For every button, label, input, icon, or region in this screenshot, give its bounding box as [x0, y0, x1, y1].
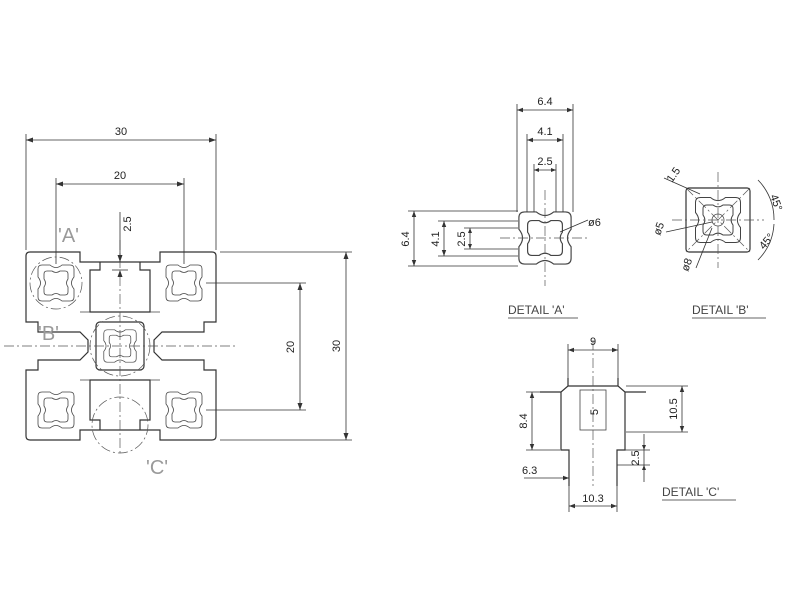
detail-a-dim-w3: 2.5: [537, 156, 552, 168]
detail-a-dim-w1: 6.4: [537, 96, 552, 108]
detail-c-dim-lower-right: 2.5: [630, 450, 642, 465]
detail-c-marker-circle: [91, 396, 149, 454]
detail-a-dim-w2: 4.1: [537, 126, 552, 138]
detail-b-dim-d5: ø8: [680, 257, 696, 273]
corner-pocket-top-left: [37, 264, 75, 302]
label-b: 'B': [38, 323, 59, 345]
detail-b-diagonal-2: [685, 187, 751, 253]
detail-b-marker-circle: [89, 315, 151, 377]
dim-text: 30: [331, 340, 343, 352]
detail-a-marker-circle: [29, 256, 83, 310]
main-profile-view: 30 20 2.5 20: [4, 126, 352, 479]
detail-c-dim-top: 9: [590, 336, 596, 348]
detail-c-dim-slot: 5: [589, 409, 601, 415]
detail-c-dim-right-h: 10.5: [668, 398, 680, 419]
label-a: 'A': [58, 225, 79, 247]
detail-c-dim-lower-left: 6.3: [522, 465, 537, 477]
detail-c-dim-left-h: 8.4: [518, 413, 530, 428]
detail-b-title: DETAIL 'B': [692, 303, 749, 317]
detail-b-dim-d4: ø5: [652, 221, 668, 237]
dim-text: 20: [114, 170, 126, 182]
top-t-slot: [89, 262, 151, 313]
detail-a-dim-h1: 6.4: [400, 231, 412, 246]
label-c: 'C': [146, 457, 168, 479]
detail-b-dim-d3: 45°: [757, 231, 777, 251]
detail-b-dim-d1: 1.5: [665, 165, 684, 184]
dim-overall-width: 30: [25, 126, 217, 250]
profile-outline: [25, 251, 217, 441]
corner-pocket-top-right: [165, 264, 203, 302]
detail-c-title: DETAIL 'C': [662, 485, 719, 499]
detail-a-dim-h2: 4.1: [430, 231, 442, 246]
detail-a-dim-h3: 2.5: [456, 231, 468, 246]
dim-text: 20: [285, 341, 297, 353]
detail-b-dim-d2: 45°: [767, 193, 784, 213]
dim-slot-pitch-horizontal: 20: [55, 170, 185, 264]
dim-slot-depth: 2.5: [112, 212, 134, 277]
corner-pocket-bottom-right: [165, 391, 203, 429]
detail-a-view: 6.4 4.1 2.5 6.4 4.1 2.5 ø6 DETAI: [400, 96, 601, 319]
detail-b-view: 1.5 45° 45° ø5 ø8 DETAIL 'B': [652, 165, 784, 319]
detail-a-dim-dia: ø6: [588, 217, 601, 229]
inner-web-left: [80, 311, 160, 381]
dim-text: 30: [115, 126, 127, 138]
detail-a-title: DETAIL 'A': [508, 303, 565, 317]
detail-c-view: 9 5 8.4 10.5 6.3 2.5 10.3 DETAIL 'C': [518, 336, 736, 512]
corner-pocket-bottom-left: [37, 391, 75, 429]
detail-c-dim-bottom: 10.3: [582, 493, 603, 505]
dim-slot-pitch-vertical: 20: [206, 282, 306, 411]
dim-overall-height: 30: [220, 251, 352, 441]
dim-text: 2.5: [122, 216, 134, 231]
